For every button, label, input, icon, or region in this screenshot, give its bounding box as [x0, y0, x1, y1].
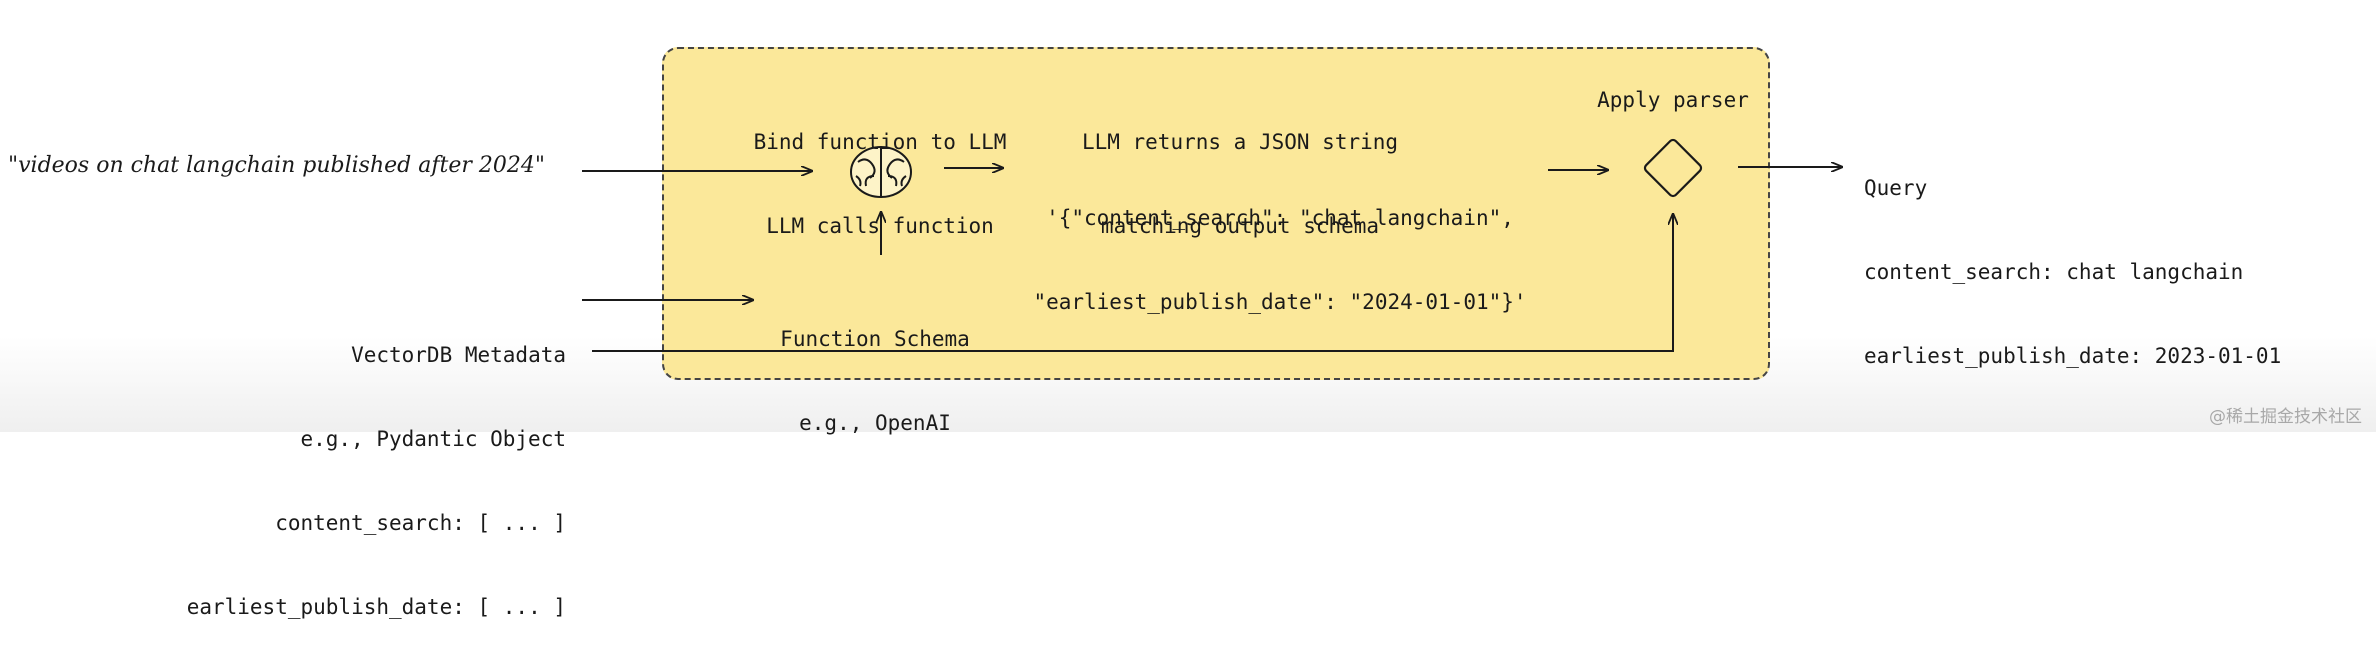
step-llm-returns-line2: matching output schema: [1100, 214, 1380, 238]
query-result: Query content_search: chat langchain ear…: [1864, 118, 2281, 398]
metadata-line1: VectorDB Metadata: [351, 343, 566, 367]
function-schema-line2: e.g., OpenAI: [799, 411, 951, 435]
llm-process-box: [662, 47, 1770, 380]
diamond-icon: [1643, 138, 1703, 198]
query-result-title: Query: [1864, 176, 1928, 200]
step-bind-function: Bind function to LLM LLM calls function: [720, 72, 1040, 268]
function-schema: Function Schema e.g., OpenAI: [755, 269, 995, 465]
json-output: '{"content_search": "chat langchain", "e…: [1020, 148, 1540, 344]
step-bind-line2: LLM calls function: [766, 214, 994, 238]
input-query: "videos on chat langchain published afte…: [8, 153, 545, 178]
step-apply-parser: Apply parser: [1597, 88, 1749, 112]
step-llm-returns: LLM returns a JSON string matching outpu…: [1055, 72, 1425, 268]
json-output-line2: "earliest_publish_date": "2024-01-01"}': [1033, 290, 1527, 314]
brain-icon: [850, 146, 912, 198]
step-llm-returns-line1: LLM returns a JSON string: [1081, 130, 1399, 154]
step-bind-line1: Bind function to LLM: [753, 130, 1007, 154]
watermark: @稀土掘金技术社区: [2209, 407, 2362, 427]
function-schema-line1: Function Schema: [780, 327, 970, 351]
query-result-line2: earliest_publish_date: 2023-01-01: [1864, 344, 2282, 368]
arrow-metadata-to-parser: [592, 214, 1673, 352]
connector-arrows: [582, 138, 2376, 352]
vectordb-metadata: VectorDB Metadata e.g., Pydantic Object …: [100, 285, 566, 649]
query-result-line1: content_search: chat langchain: [1864, 260, 2244, 284]
metadata-line4: earliest_publish_date: [ ... ]: [186, 595, 566, 619]
metadata-line3: content_search: [ ... ]: [275, 511, 566, 535]
metadata-line2: e.g., Pydantic Object: [300, 427, 566, 451]
json-output-line1: '{"content_search": "chat langchain",: [1046, 206, 1514, 230]
